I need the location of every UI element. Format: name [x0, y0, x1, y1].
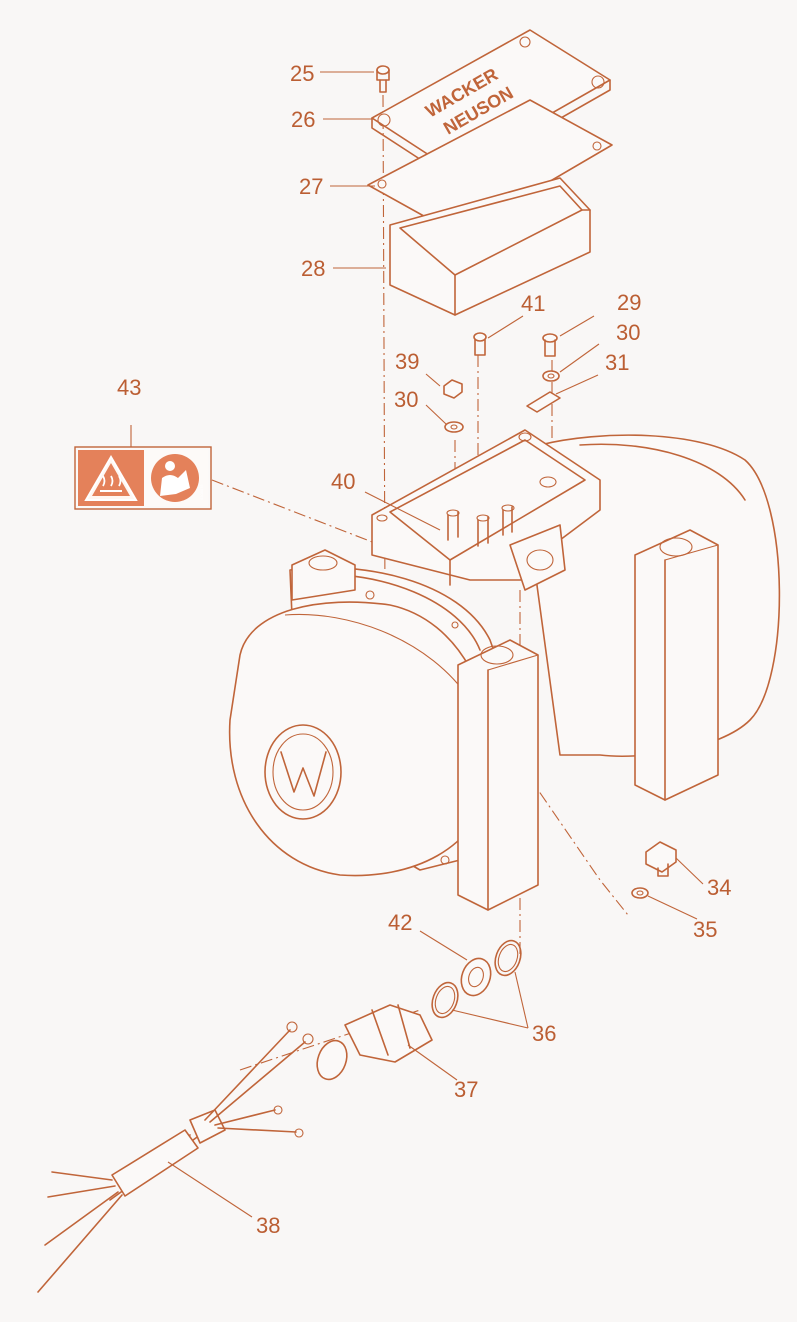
callout-38: 38 — [256, 1213, 280, 1238]
callout-29: 29 — [617, 290, 641, 315]
callout-leaders — [167, 71, 704, 1218]
callout-26: 26 — [291, 107, 315, 132]
hardware-washer-30b — [444, 421, 464, 433]
hardware-tab-31 — [526, 391, 561, 413]
callout-41: 41 — [521, 291, 545, 316]
callout-31: 31 — [605, 350, 629, 375]
callout-39: 39 — [395, 349, 419, 374]
cable-gland-37 — [316, 1004, 433, 1081]
warning-label: 0208075 — [74, 425, 212, 510]
callout-30a: 30 — [616, 320, 640, 345]
motor-terminal-box — [371, 429, 601, 591]
front-support-block — [457, 639, 539, 911]
left-support-block — [291, 549, 356, 601]
callout-36: 36 — [532, 1021, 556, 1046]
callout-37: 37 — [454, 1077, 478, 1102]
callout-labels: 25 26 27 28 41 29 30 31 39 30 43 40 34 3… — [117, 61, 731, 1238]
warning-label-code: 0208075 — [199, 484, 204, 500]
callout-25: 25 — [290, 61, 314, 86]
washer-35 — [631, 887, 649, 899]
bolt-34 — [645, 841, 677, 877]
callout-30b: 30 — [394, 387, 418, 412]
callout-42: 42 — [388, 910, 412, 935]
hot-surface-warning-icon — [84, 455, 138, 501]
right-support-block — [634, 529, 719, 801]
callout-35: 35 — [693, 917, 717, 942]
w-logo-icon — [280, 751, 327, 797]
o-ring-36b — [431, 981, 459, 1019]
cover-screw — [376, 65, 390, 93]
cable-38 — [37, 1021, 314, 1293]
callout-43: 43 — [117, 375, 141, 400]
callout-28: 28 — [301, 256, 325, 281]
motor-front-bell — [228, 601, 493, 877]
hardware-nut-39 — [443, 379, 463, 399]
hardware-washer-30a — [542, 370, 560, 382]
callout-40: 40 — [331, 469, 355, 494]
hardware-screw-29 — [542, 333, 558, 357]
read-manual-icon — [151, 454, 199, 502]
terminal-frame — [389, 177, 591, 316]
callout-34: 34 — [707, 875, 731, 900]
hardware-screw-41 — [473, 332, 487, 356]
seal-ring-42 — [460, 957, 492, 997]
callout-27: 27 — [299, 174, 323, 199]
o-ring-36a — [494, 939, 522, 977]
